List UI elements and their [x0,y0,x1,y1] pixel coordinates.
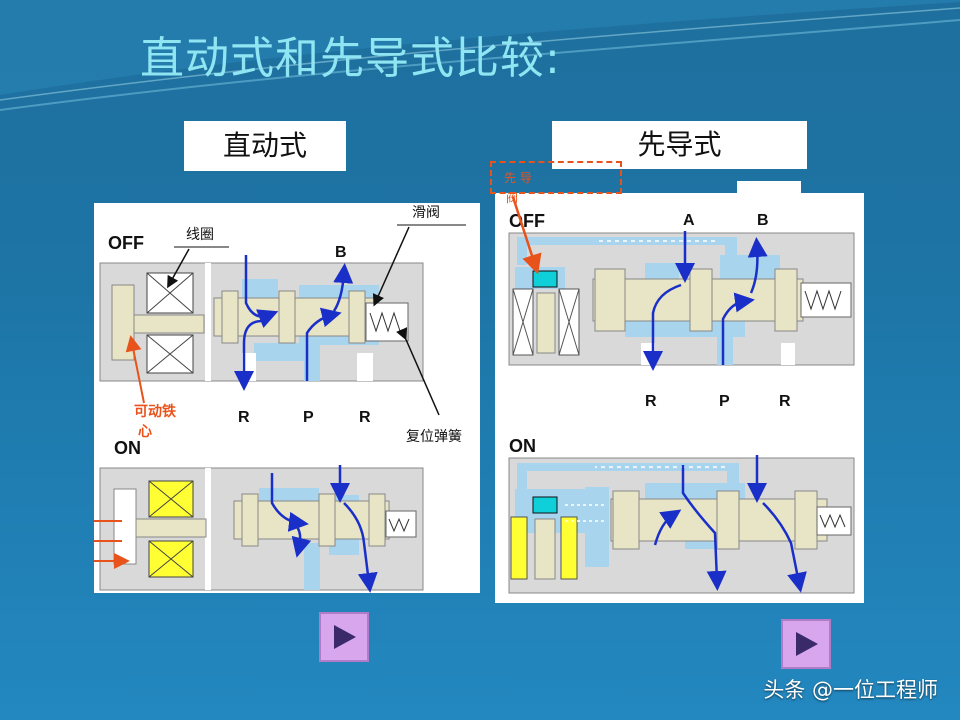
spring-label: 复位弹簧 [406,428,462,444]
direct-on-label: ON [114,438,141,458]
slide-title: 直动式和先导式比较: [140,33,561,84]
armature-label: 可动铁 [134,403,176,419]
pilot-valve-callout: 先 导 阀 [490,161,622,205]
direct-acting-diagram: OFF 线圈 滑阀 B R P R 可动铁 心 复位弹簧 ON [94,203,480,593]
pilot-header-tab [737,181,801,195]
play-icon [796,632,818,656]
header-wave-decoration [0,0,960,111]
direct-port-r1: R [238,409,250,426]
pilot-port-b: B [757,212,769,229]
direct-off-label: OFF [108,233,144,253]
direct-on-valve [94,465,424,593]
pilot-valve-label: 先 导 [504,171,532,185]
pilot-on-label: ON [509,436,536,456]
spool-label: 滑阀 [412,204,440,220]
watermark: 头条 @一位工程师 [763,678,938,702]
play-button-left[interactable] [319,612,369,662]
coil-label: 线圈 [186,226,214,242]
pilot-off-label: OFF [509,211,545,231]
direct-off-valve [99,255,424,391]
pilot-off-valve [508,231,855,371]
pilot-port-p: P [719,393,730,410]
pilot-on-valve [508,455,855,594]
direct-port-b: B [335,244,347,261]
direct-port-r2: R [359,409,371,426]
armature-label-2: 心 [138,423,152,439]
play-button-right[interactable] [781,619,831,669]
play-icon [334,625,356,649]
pilot-valve-label-2: 阀 [506,191,519,205]
pilot-port-r1: R [645,393,657,410]
direct-port-p: P [303,409,314,426]
direct-header: 直动式 [184,121,346,171]
pilot-port-a: A [683,212,695,229]
pilot-operated-diagram: OFF A B R P R ON [495,193,864,603]
pilot-port-r2: R [779,393,791,410]
